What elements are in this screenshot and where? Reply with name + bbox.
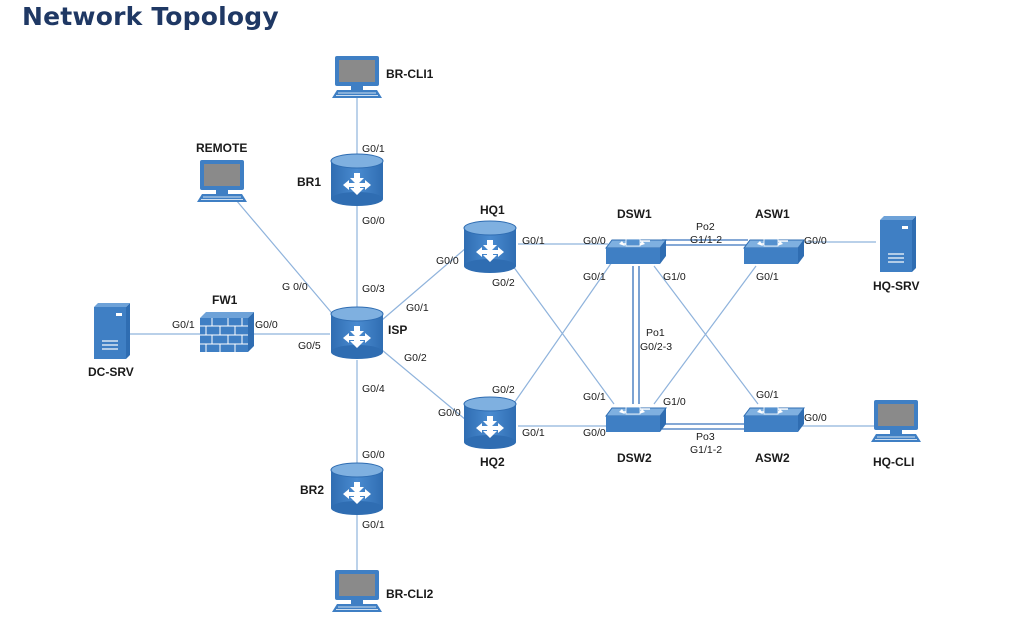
link-remote-isp — [235, 199, 337, 319]
port-label: G0/0 — [583, 235, 606, 247]
port-label: G0/1 — [583, 271, 606, 283]
device-label-br1: BR1 — [297, 175, 321, 189]
device-label-hq1: HQ1 — [480, 203, 505, 217]
link-hq2-dsw1 — [511, 261, 613, 407]
device-label-asw2: ASW2 — [755, 451, 790, 465]
port-label: G0/1 — [756, 271, 779, 283]
device-label-remote: REMOTE — [196, 141, 247, 155]
router-icon — [330, 153, 384, 207]
device-label-dsw1: DSW1 — [617, 207, 652, 221]
router-icon — [330, 462, 384, 516]
port-label: G0/1 — [406, 302, 429, 314]
port-channel-ports: G1/1-2 — [690, 444, 722, 456]
port-label: G0/2 — [492, 384, 515, 396]
port-label: G 0/0 — [282, 281, 308, 293]
port-label: G0/0 — [436, 255, 459, 267]
link-dsw1-asw2 — [653, 265, 759, 405]
device-label-hq-cli: HQ-CLI — [873, 455, 914, 469]
port-label: G0/2 — [492, 277, 515, 289]
port-label: G0/4 — [362, 383, 385, 395]
workstation-icon — [331, 569, 383, 613]
workstation-icon — [331, 55, 383, 99]
port-label: G0/1 — [583, 391, 606, 403]
router-icon — [330, 306, 384, 360]
port-label: G0/0 — [438, 407, 461, 419]
port-label: G0/1 — [522, 427, 545, 439]
port-label: G0/2 — [404, 352, 427, 364]
port-labels: G0/1 G0/0 G0/3 G 0/0 G0/1 G0/5 G0/2 G0/4… — [172, 143, 827, 531]
links — [128, 96, 876, 572]
multilayer-switch-icon — [605, 406, 667, 433]
device-label-br-cli1: BR-CLI1 — [386, 67, 434, 81]
port-channel-ports: G0/2-3 — [640, 341, 672, 353]
device-label-br-cli2: BR-CLI2 — [386, 587, 434, 601]
multilayer-switch-icon — [605, 238, 667, 265]
port-label: G1/0 — [663, 271, 686, 283]
router-icon — [463, 220, 517, 274]
port-channel-label: Po1 — [646, 327, 665, 339]
workstation-icon — [870, 399, 922, 443]
port-label: G0/1 — [172, 319, 195, 331]
port-label: G0/3 — [362, 283, 385, 295]
port-channel-ports: G1/1-2 — [690, 234, 722, 246]
port-label: G0/0 — [362, 449, 385, 461]
device-label-dsw2: DSW2 — [617, 451, 652, 465]
port-label: G0/5 — [298, 340, 321, 352]
server-icon — [93, 302, 131, 360]
workstation-icon — [196, 159, 248, 203]
link-asw1-dsw2 — [653, 265, 757, 405]
port-label: G0/1 — [522, 235, 545, 247]
port-label: G0/0 — [362, 215, 385, 227]
multilayer-switch-icon — [743, 238, 805, 265]
link-isp-hq1 — [381, 247, 467, 321]
device-label-hq2: HQ2 — [480, 455, 505, 469]
port-label: G0/0 — [804, 412, 827, 424]
device-label-fw1: FW1 — [212, 293, 238, 307]
multilayer-switch-icon — [743, 406, 805, 433]
server-icon — [879, 215, 917, 273]
router-icon — [463, 396, 517, 450]
device-label-asw1: ASW1 — [755, 207, 790, 221]
device-label-isp: ISP — [388, 323, 407, 337]
port-label: G0/0 — [804, 235, 827, 247]
firewall-icon — [199, 311, 255, 353]
port-label: G0/1 — [362, 143, 385, 155]
port-label: G0/1 — [362, 519, 385, 531]
link-isp-hq2 — [381, 349, 467, 421]
device-label-hq-srv: HQ-SRV — [873, 279, 919, 293]
port-channel-label: Po2 — [696, 221, 715, 233]
port-channel-label: Po3 — [696, 431, 715, 443]
page-title: Network Topology — [22, 2, 279, 31]
port-label: G1/0 — [663, 396, 686, 408]
device-label-dc-srv: DC-SRV — [88, 365, 134, 379]
port-label: G0/1 — [756, 389, 779, 401]
port-label: G0/0 — [255, 319, 278, 331]
device-label-br2: BR2 — [300, 483, 324, 497]
port-label: G0/0 — [583, 427, 606, 439]
